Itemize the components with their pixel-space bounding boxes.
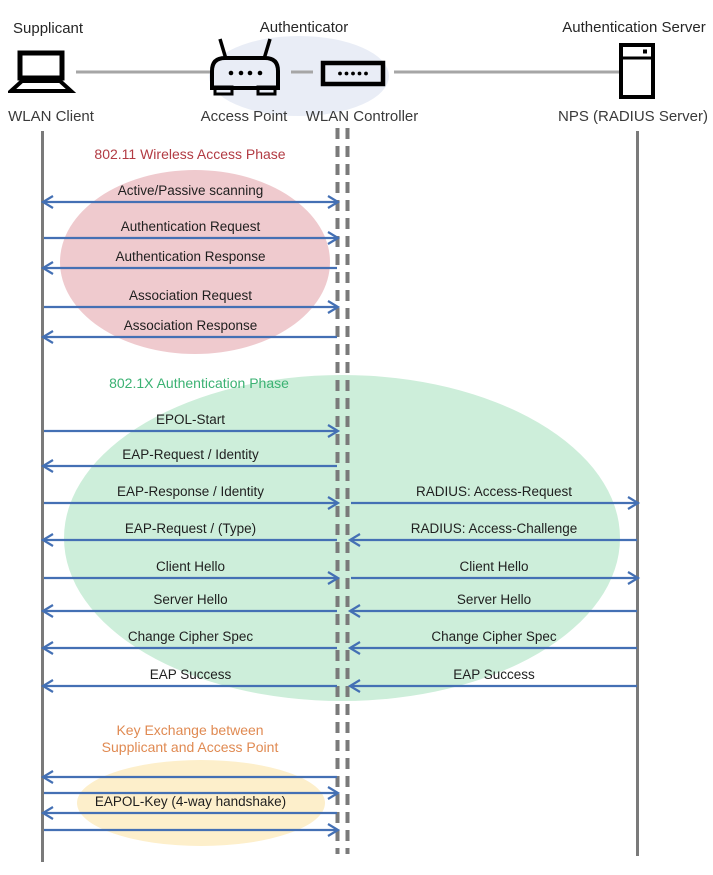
phase-ellipse-1 [60, 170, 330, 354]
device-label-wlan-client: WLAN Client [8, 108, 94, 125]
message-arrow-layer [40, 195, 641, 837]
role-label-authenticator: Authenticator [259, 19, 349, 36]
device-label-wlan-controller: WLAN Controller [305, 108, 419, 125]
device-label-nps-radius-server: NPS (RADIUS Server) [557, 108, 709, 125]
wlan-controller-icon [315, 55, 390, 95]
radius-server-icon [615, 40, 660, 107]
phase-title-2: 802.1X Authentication Phase [109, 375, 289, 391]
device-label-access-point: Access Point [200, 108, 288, 125]
role-label-authentication-server: Authentication Server [562, 19, 706, 36]
role-label-supplicant: Supplicant [13, 20, 84, 37]
phase-title-3: Key Exchange between Supplicant and Acce… [101, 722, 279, 755]
lifelines [41, 128, 639, 862]
phase-ellipse-3 [77, 760, 325, 846]
phase-title-1: 802.11 Wireless Access Phase [94, 146, 286, 162]
laptop-icon [5, 50, 78, 101]
phase-ellipse-2 [64, 375, 620, 701]
access-point-icon [205, 35, 290, 102]
